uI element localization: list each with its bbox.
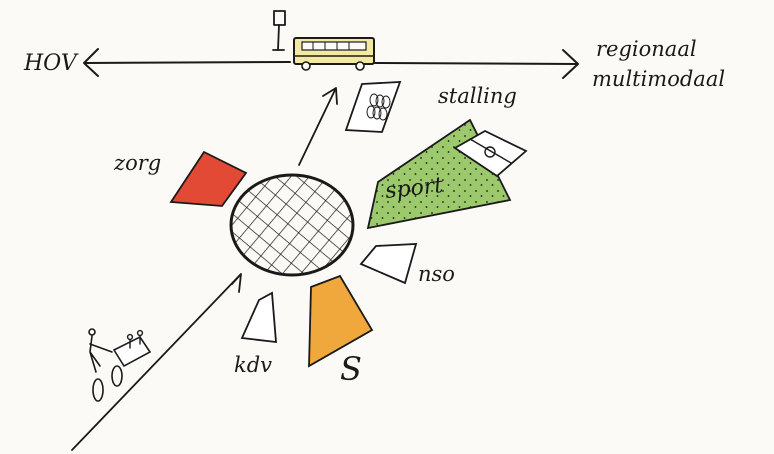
main-transit-line xyxy=(83,48,579,79)
central-hub xyxy=(229,173,355,277)
regional-label-line1: regionaal xyxy=(596,37,697,61)
cyclist-approach-arrow xyxy=(71,273,242,451)
stalling-label: stalling xyxy=(438,84,517,108)
kdv-label: kdv xyxy=(234,353,272,377)
regional-label-line2: multimodaal xyxy=(592,67,725,91)
school-label: S xyxy=(340,350,362,388)
zorg-area xyxy=(169,150,248,207)
cyclist-with-cargo-icon xyxy=(88,328,152,402)
school-area xyxy=(308,274,374,368)
bike-parking-icon xyxy=(344,81,402,133)
nso-label: nso xyxy=(418,262,455,286)
nso-area xyxy=(359,243,418,285)
kdv-area xyxy=(240,291,277,344)
arrow-left-icon xyxy=(83,48,99,77)
zorg-label: zorg xyxy=(113,151,161,175)
hov-label: HOV xyxy=(23,51,79,76)
bus-icon xyxy=(293,37,375,71)
bus-stop-sign-icon xyxy=(272,10,286,51)
sport-label: sport xyxy=(384,173,444,204)
hub-to-stalling-arrow xyxy=(298,87,338,166)
arrow-right-icon xyxy=(562,49,579,79)
football-field-icon xyxy=(453,129,528,178)
